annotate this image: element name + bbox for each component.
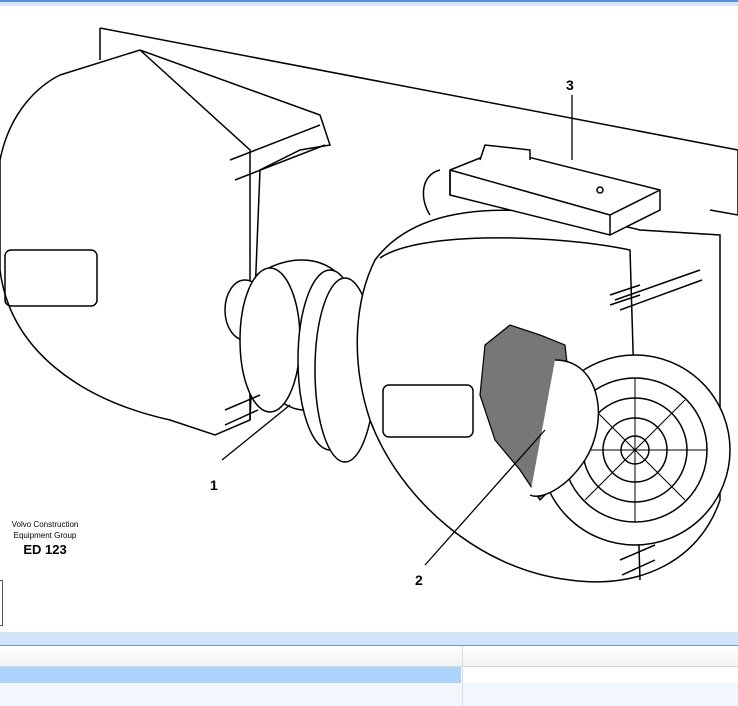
table-cell[interactable] <box>0 683 461 706</box>
parts-drawing: 1 2 3 <box>0 6 738 632</box>
credit-line-1: Volvo Construction <box>11 520 79 529</box>
table-header <box>0 646 738 667</box>
drawing-credit: Volvo Construction Equipment Group ED 12… <box>0 519 90 558</box>
credit-line-2: Equipment Group <box>13 531 77 540</box>
callout-2: 2 <box>415 572 423 588</box>
splitter-bar[interactable] <box>0 632 738 646</box>
parts-table <box>0 646 738 706</box>
table-cell[interactable] <box>462 683 738 706</box>
column-header[interactable] <box>0 646 461 666</box>
table-row[interactable] <box>0 667 738 683</box>
drawing-code: ED 123 <box>23 542 67 557</box>
scroll-handle[interactable] <box>0 580 3 626</box>
table-row[interactable] <box>0 683 738 706</box>
callout-1: 1 <box>210 477 218 493</box>
column-header[interactable] <box>462 646 738 666</box>
top-border <box>0 0 738 6</box>
callout-3: 3 <box>566 77 574 93</box>
table-cell[interactable] <box>0 667 461 683</box>
table-cell[interactable] <box>462 667 738 683</box>
